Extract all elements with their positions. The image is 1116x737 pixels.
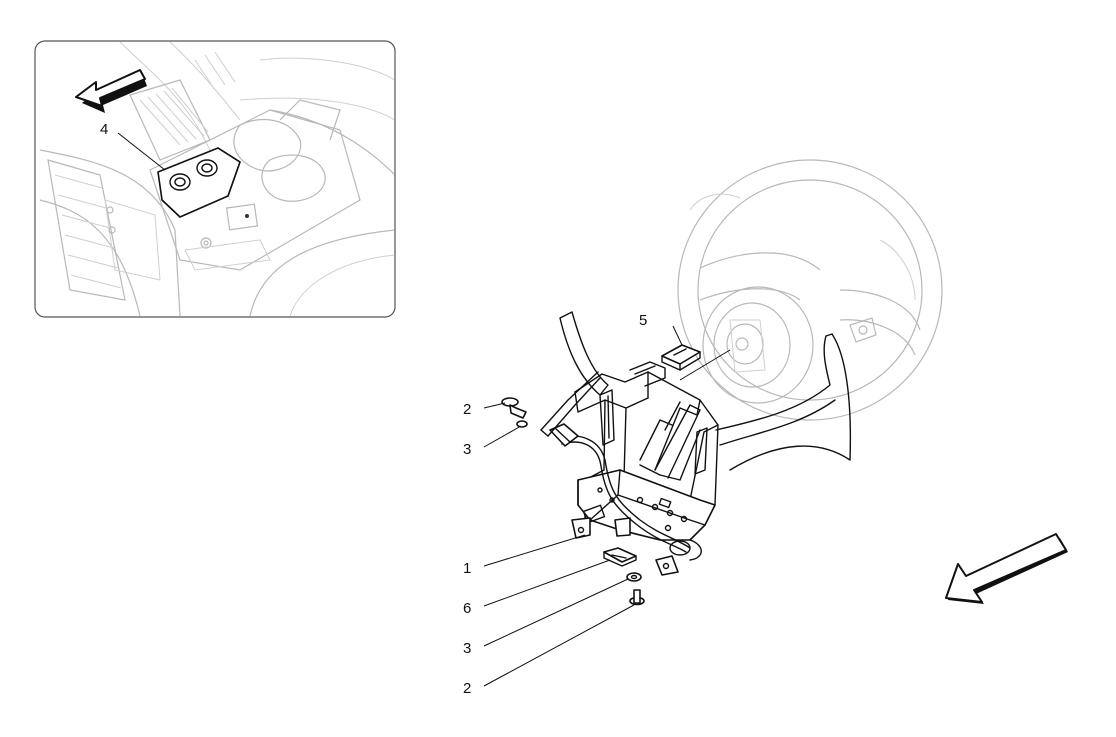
callout-6: 6 — [463, 600, 471, 617]
leader-lines — [483, 325, 731, 687]
bracket-part-6 — [603, 547, 637, 567]
callout-2-lower: 2 — [463, 680, 471, 697]
callout-3-lower: 3 — [463, 640, 471, 657]
steering-wheel — [677, 159, 943, 421]
inset-panel: 4 — [34, 40, 396, 318]
paddle-shifter-right — [715, 333, 852, 471]
direction-arrow-icon — [75, 69, 147, 113]
washer-part-3-lower — [626, 572, 642, 582]
paddle-bracket-assembly-part-1 — [540, 361, 719, 576]
center-console-illustration — [39, 42, 394, 316]
callout-2-upper: 2 — [463, 401, 471, 418]
cupholder-module-part-4 — [157, 147, 241, 218]
leader-line-4 — [117, 132, 166, 171]
screw-part-2-lower — [629, 589, 645, 606]
washer-part-3-upper — [516, 420, 528, 428]
direction-arrow-icon — [945, 533, 1068, 604]
callout-4: 4 — [100, 121, 108, 138]
screw-part-2-upper — [501, 397, 527, 419]
clip-part-5 — [661, 344, 701, 371]
callout-5: 5 — [639, 312, 647, 329]
callout-1: 1 — [463, 560, 471, 577]
callout-3-upper: 3 — [463, 441, 471, 458]
paddle-shifter-left — [559, 311, 609, 396]
